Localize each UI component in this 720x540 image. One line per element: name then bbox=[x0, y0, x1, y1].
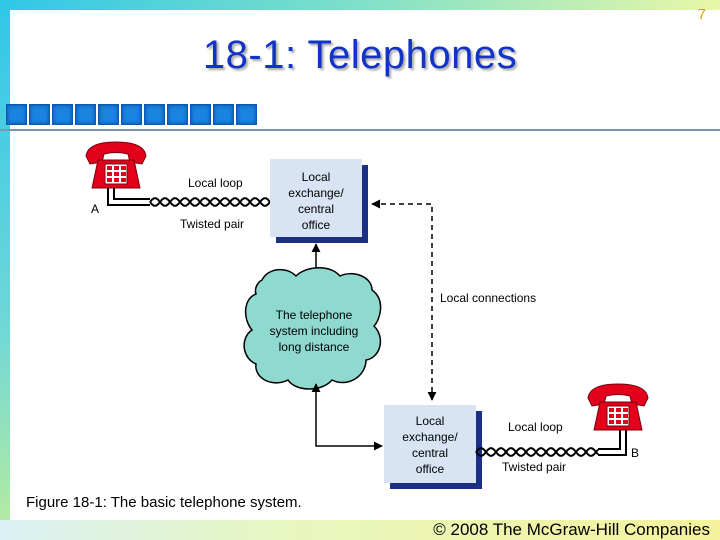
exchange-top-line: central bbox=[298, 202, 334, 216]
decor-square bbox=[29, 104, 50, 125]
exchange-top-line: office bbox=[302, 218, 331, 232]
cloud-to-exchange-arrow bbox=[311, 383, 383, 451]
cloud-text-line: long distance bbox=[279, 340, 350, 354]
exchange-bottom-line: exchange/ bbox=[402, 430, 458, 444]
decor-square bbox=[98, 104, 119, 125]
exchange-top-line: Local bbox=[302, 170, 331, 184]
slide-number: 7 bbox=[697, 6, 706, 23]
exchange-bottom-line: central bbox=[412, 446, 448, 460]
local-loop-bottom-label: Local loop bbox=[508, 420, 563, 434]
local-exchange-top-box: Local exchange/ central office bbox=[270, 159, 368, 243]
exchange-bottom-line: office bbox=[416, 462, 445, 476]
cloud-text-line: system including bbox=[270, 324, 359, 338]
twisted-pair-top-label: Twisted pair bbox=[180, 217, 244, 231]
decor-square bbox=[167, 104, 188, 125]
phone-b-label: B bbox=[631, 446, 639, 460]
decor-square bbox=[236, 104, 257, 125]
decorative-squares bbox=[6, 104, 259, 128]
telephone-b-icon bbox=[587, 383, 649, 431]
decor-square bbox=[190, 104, 211, 125]
decor-square bbox=[213, 104, 234, 125]
twisted-pair-bottom bbox=[475, 447, 599, 457]
left-frame-bar bbox=[0, 0, 10, 540]
slide-title: 18-1: Telephones bbox=[202, 33, 518, 77]
decor-square bbox=[52, 104, 73, 125]
exchange-bottom-line: Local bbox=[416, 414, 445, 428]
telephone-a-icon bbox=[85, 141, 147, 189]
top-frame-bar bbox=[0, 0, 720, 10]
twisted-pair-top bbox=[149, 197, 271, 207]
decor-square bbox=[6, 104, 27, 125]
bottom-frame-bar bbox=[0, 520, 720, 540]
cloud-text-line: The telephone bbox=[276, 308, 353, 322]
decor-square bbox=[75, 104, 96, 125]
local-loop-top-label: Local loop bbox=[188, 176, 243, 190]
local-connections-dashed-line bbox=[371, 199, 437, 401]
phone-a-label: A bbox=[91, 202, 99, 216]
decor-square bbox=[121, 104, 142, 125]
figure-caption: Figure 18-1: The basic telephone system. bbox=[26, 494, 302, 511]
local-exchange-bottom-box: Local exchange/ central office bbox=[384, 405, 482, 489]
twisted-pair-bottom-label: Twisted pair bbox=[502, 460, 566, 474]
telephone-system-cloud: The telephone system including long dist… bbox=[243, 267, 382, 390]
title-rule bbox=[0, 129, 720, 131]
copyright-notice: © 2008 The McGraw-Hill Companies bbox=[433, 520, 710, 539]
local-connections-label: Local connections bbox=[440, 291, 536, 305]
decor-square bbox=[144, 104, 165, 125]
exchange-top-line: exchange/ bbox=[288, 186, 344, 200]
